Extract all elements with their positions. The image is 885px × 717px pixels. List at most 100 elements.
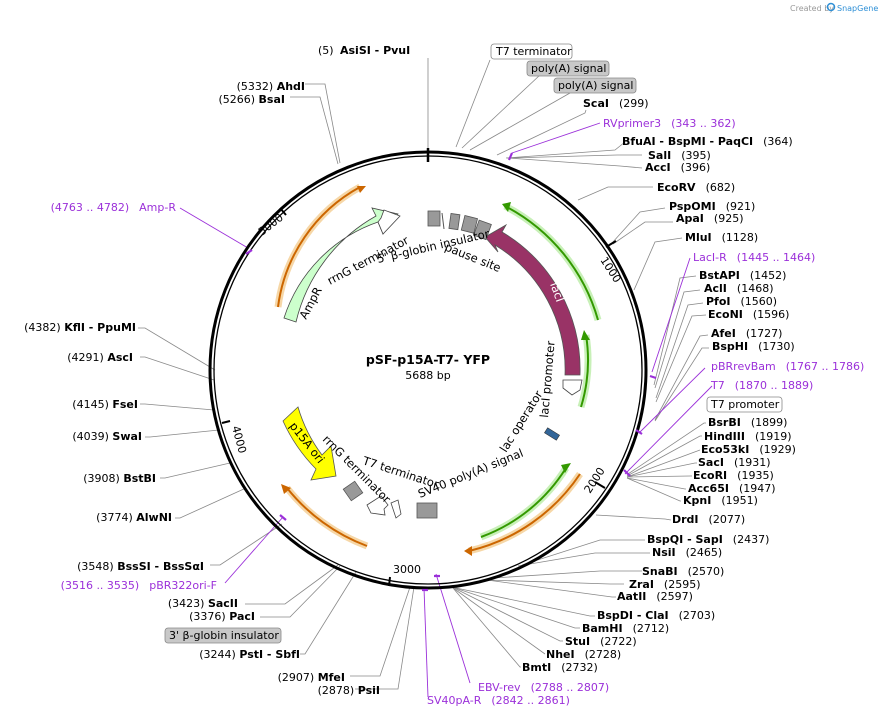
enzyme-position: (1929) — [759, 443, 796, 456]
enzyme-site-right[interactable]: SalI(395) — [648, 149, 711, 162]
primer-range: (4763 .. 4782) — [51, 201, 130, 214]
enzyme-name: DrdI — [672, 513, 699, 526]
enzyme-site-right[interactable]: ScaI(299) — [583, 97, 649, 110]
enzyme-site-right[interactable]: NheI(2728) — [546, 648, 621, 661]
enzyme-site-right[interactable]: ApaI(925) — [676, 212, 744, 225]
enzyme-name: PfoI — [706, 295, 731, 308]
primer-label[interactable]: EBV-rev(2788 .. 2807) — [478, 681, 609, 694]
boxed-feature-polya-2[interactable]: poly(A) signal — [553, 77, 637, 94]
enzyme-site-left[interactable]: (4382) KflI - PpuMI — [24, 321, 136, 334]
p15a-ori-feature[interactable] — [282, 406, 337, 481]
enzyme-site-right[interactable]: BspQI - SapI(2437) — [647, 533, 769, 546]
primer-label[interactable]: (4763 .. 4782) Amp-R — [51, 201, 177, 214]
enzyme-label: HindIII(1919) — [704, 430, 792, 443]
primer-label[interactable]: SV40pA-R(2842 .. 2861) — [427, 694, 570, 707]
watermark-brand: SnapGene — [837, 4, 878, 13]
enzyme-name: EcoNI — [708, 308, 743, 321]
enzyme-label: NsiI(2465) — [652, 546, 722, 559]
enzyme-site-left[interactable]: (5266) BsaI — [218, 93, 285, 106]
enzyme-site-right[interactable]: NsiI(2465) — [652, 546, 722, 559]
enzyme-site-left[interactable]: (3244) PstI - SbfI — [199, 648, 300, 661]
enzyme-label: (3908) BstBI — [83, 472, 156, 485]
enzyme-position: (364) — [763, 135, 793, 148]
orf-arc-right — [580, 334, 589, 408]
enzyme-name: KflI - PpuMI — [64, 321, 136, 334]
orf-arc-bottom-right — [480, 467, 567, 538]
enzyme-site-right[interactable]: MluI(1128) — [685, 231, 758, 244]
enzyme-position: (925) — [714, 212, 744, 225]
enzyme-site-left[interactable]: (2878) PsiI — [318, 684, 380, 697]
enzyme-site-right[interactable]: Acc65I(1947) — [688, 482, 776, 495]
enzyme-site-left[interactable]: (3774) AlwNI — [96, 511, 172, 524]
boxed-feature-polya-1[interactable]: poly(A) signal — [526, 60, 610, 77]
primer-label[interactable]: T7(1870 .. 1889) — [710, 379, 813, 392]
pause-site-block — [473, 219, 492, 241]
polya-block-2 — [460, 215, 479, 234]
primer-label[interactable]: pBRrevBam(1767 .. 1786) — [711, 360, 864, 373]
enzyme-name: FseI — [112, 398, 138, 411]
enzyme-name: BstBI — [123, 472, 156, 485]
enzyme-site-right[interactable]: SnaBI(2570) — [642, 565, 724, 578]
enzyme-site-right[interactable]: EcoRI(1935) — [693, 469, 774, 482]
enzyme-site-right[interactable]: BspDI - ClaI(2703) — [597, 609, 715, 622]
orf-arc-ampr — [277, 186, 361, 308]
enzyme-label: (5266) BsaI — [218, 93, 285, 106]
enzyme-site-right[interactable]: SacI(1931) — [698, 456, 771, 469]
enzyme-site-left[interactable]: (3548) BssSI - BssSαI — [77, 560, 204, 573]
enzyme-label: EcoRI(1935) — [693, 469, 774, 482]
enzyme-site-right[interactable]: AclI(1468) — [704, 282, 773, 295]
enzyme-site-right[interactable]: (5)AsiSI - PvuI — [318, 44, 410, 57]
enzyme-site-right[interactable]: PspOMI(921) — [669, 200, 755, 213]
enzyme-name: ScaI — [583, 97, 609, 110]
boxed-feature-t7-promoter[interactable]: T7 promoter — [706, 396, 783, 413]
laci-label: lacI — [547, 280, 567, 304]
enzyme-site-right[interactable]: BsrBI(1899) — [708, 416, 787, 429]
enzyme-position: (1730) — [758, 340, 795, 353]
primer-name: Amp-R — [139, 201, 176, 214]
enzyme-site-right[interactable]: BstAPI(1452) — [699, 269, 786, 282]
enzyme-name: BstAPI — [699, 269, 740, 282]
enzyme-site-left[interactable]: (3423) SacII — [168, 597, 238, 610]
laci-feature[interactable] — [484, 223, 581, 376]
orf-arrow-bottom-icon — [464, 546, 472, 556]
enzyme-site-right[interactable]: EcoRV(682) — [657, 181, 735, 194]
boxed-feature-t7-terminator[interactable]: T7 terminator — [490, 43, 573, 60]
enzyme-site-left[interactable]: (4039) SwaI — [72, 430, 142, 443]
enzyme-site-right[interactable]: BfuAI - BspMI - PaqCI(364) — [622, 135, 793, 148]
enzyme-site-left[interactable]: (3376) PacI — [189, 610, 255, 623]
enzyme-site-left[interactable]: (3908) BstBI — [83, 472, 156, 485]
primer-range: (2788 .. 2807) — [531, 681, 610, 694]
enzyme-site-left[interactable]: (5332) AhdI — [237, 80, 305, 93]
laci-promoter-icon — [562, 379, 583, 396]
enzyme-site-right[interactable]: BspHI(1730) — [712, 340, 795, 353]
enzyme-site-right[interactable]: KpnI(1951) — [683, 494, 758, 507]
enzyme-label: AfeI(1727) — [711, 327, 782, 340]
enzyme-site-right[interactable]: AfeI(1727) — [711, 327, 782, 340]
boxed-feature-3-beta-globin[interactable]: 3' β-globin insulator — [164, 627, 282, 644]
primer-label[interactable]: RVprimer3(343 .. 362) — [603, 117, 736, 130]
enzyme-label: StuI(2722) — [565, 635, 637, 648]
primer-label[interactable]: (3516 .. 3535)pBR322ori-F — [61, 579, 217, 592]
enzyme-site-right[interactable]: HindIII(1919) — [704, 430, 792, 443]
enzyme-site-right[interactable]: StuI(2722) — [565, 635, 637, 648]
primer-label[interactable]: LacI-R(1445 .. 1464) — [693, 251, 815, 264]
enzyme-site-left[interactable]: (2907) MfeI — [278, 671, 345, 684]
enzyme-site-right[interactable]: BmtI(2732) — [522, 661, 598, 674]
enzyme-site-right[interactable]: PfoI(1560) — [706, 295, 777, 308]
enzyme-site-right[interactable]: Eco53kI(1929) — [701, 443, 796, 456]
enzyme-label: AatII(2597) — [617, 590, 693, 603]
enzyme-name: NheI — [546, 648, 575, 661]
enzyme-site-right[interactable]: EcoNI(1596) — [708, 308, 789, 321]
enzyme-site-right[interactable]: ZraI(2595) — [629, 578, 701, 591]
primer-range: (3516 .. 3535) — [61, 579, 140, 592]
enzyme-site-right[interactable]: AccI(396) — [645, 161, 710, 174]
enzyme-label: SalI(395) — [648, 149, 711, 162]
enzyme-name: StuI — [565, 635, 590, 648]
enzyme-position: (2597) — [656, 590, 693, 603]
enzyme-label: BstAPI(1452) — [699, 269, 786, 282]
enzyme-site-left[interactable]: (4145) FseI — [72, 398, 138, 411]
enzyme-site-right[interactable]: BamHI(2712) — [582, 622, 669, 635]
enzyme-site-right[interactable]: AatII(2597) — [617, 590, 693, 603]
enzyme-site-left[interactable]: (4291) AscI — [67, 351, 133, 364]
enzyme-site-right[interactable]: DrdI(2077) — [672, 513, 745, 526]
